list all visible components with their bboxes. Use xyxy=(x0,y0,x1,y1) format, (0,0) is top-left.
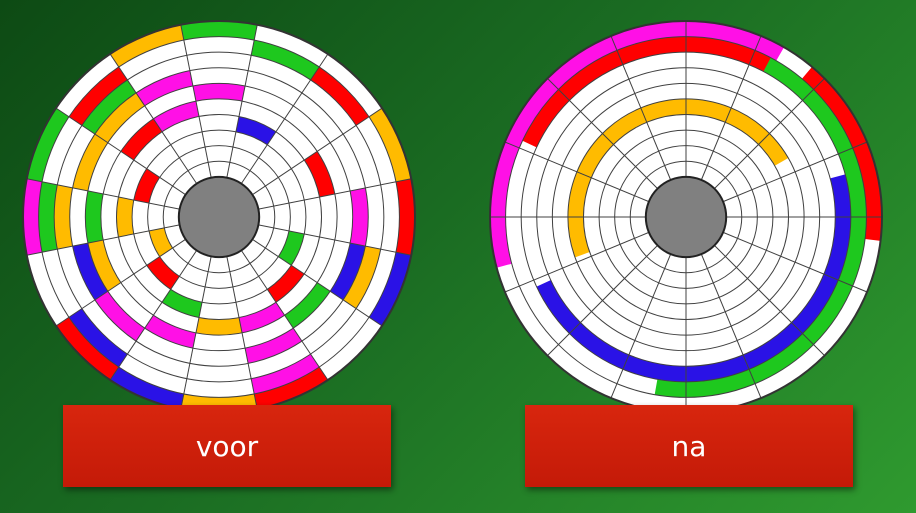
file-segment-green xyxy=(180,21,258,41)
sector-line xyxy=(547,245,658,356)
sector-line xyxy=(252,107,383,196)
sector-line xyxy=(504,231,650,293)
sector-line xyxy=(547,78,658,189)
label-na: na xyxy=(525,405,853,487)
disk-after xyxy=(489,20,883,414)
file-segment-yellow xyxy=(195,317,243,336)
file-segment-magenta xyxy=(144,315,196,349)
label-voor: voor xyxy=(63,405,391,487)
file-segment-red xyxy=(68,66,128,126)
file-segment-yellow xyxy=(72,134,108,191)
track-line xyxy=(147,145,291,289)
file-segment-red xyxy=(133,168,160,204)
file-segment-yellow xyxy=(87,240,121,292)
sector-line xyxy=(109,53,198,184)
track-line xyxy=(69,67,369,367)
spindle xyxy=(177,175,261,259)
file-segment-magenta xyxy=(192,83,246,102)
track-line xyxy=(84,82,354,352)
track-line xyxy=(100,98,338,336)
file-segment-red xyxy=(146,256,180,290)
sector-line xyxy=(240,250,329,381)
file-segment-green xyxy=(26,108,69,182)
sector-line xyxy=(714,245,825,356)
file-segment-red xyxy=(304,151,335,198)
sector-line xyxy=(700,253,762,399)
sector-line xyxy=(226,24,258,178)
file-segment-magenta xyxy=(153,101,200,132)
file-segment-magenta xyxy=(94,291,145,342)
sector-line xyxy=(240,53,329,184)
file-segment-blue xyxy=(369,252,412,326)
sector-line xyxy=(700,35,762,181)
sector-line xyxy=(258,178,412,210)
file-segment-red xyxy=(254,367,328,410)
file-segment-magenta xyxy=(350,187,369,247)
file-arc-magenta xyxy=(490,21,784,268)
track-line xyxy=(131,129,307,305)
sector-line xyxy=(610,253,672,399)
file-segment-green xyxy=(162,289,203,318)
sector-line xyxy=(714,78,825,189)
track-line xyxy=(53,51,385,383)
label-na-text: na xyxy=(671,429,707,463)
sector-line xyxy=(226,256,258,410)
sector-line xyxy=(26,178,180,210)
file-segment-red xyxy=(267,265,305,303)
file-segment-red xyxy=(56,317,119,380)
sector-line xyxy=(258,224,412,256)
file-segment-blue xyxy=(330,243,366,300)
track-line xyxy=(115,113,323,321)
file-segment-blue xyxy=(110,367,184,410)
file-segment-green xyxy=(81,79,137,135)
sector-line xyxy=(26,224,180,256)
sector-line xyxy=(180,256,212,410)
track-grid xyxy=(490,21,882,413)
sector-line xyxy=(180,24,212,178)
file-segment-yellow xyxy=(110,24,184,67)
file-segment-magenta xyxy=(136,70,193,106)
file-segment-red xyxy=(395,178,415,256)
file-segment-yellow xyxy=(94,92,145,143)
file-segment-red xyxy=(120,118,163,161)
track-grid xyxy=(26,24,412,410)
sector-line xyxy=(109,250,198,381)
track-line xyxy=(162,160,276,274)
file-segment-green xyxy=(278,230,305,266)
file-segment-yellow xyxy=(149,227,173,257)
sector-line xyxy=(252,238,383,327)
disk-before xyxy=(22,20,416,414)
file-segment-green xyxy=(85,190,104,244)
track-line xyxy=(38,36,400,398)
file-segment-magenta xyxy=(251,354,320,394)
sector-line xyxy=(504,141,650,203)
label-voor-text: voor xyxy=(195,429,259,463)
file-segment-magenta xyxy=(238,302,285,333)
sector-line xyxy=(722,141,868,203)
spindle xyxy=(644,175,728,259)
sector-line xyxy=(55,107,186,196)
file-segment-yellow xyxy=(343,246,381,309)
file-segment-blue xyxy=(72,243,108,300)
sector-line xyxy=(55,238,186,327)
sector-line xyxy=(610,35,672,181)
file-segment-green xyxy=(284,282,331,329)
file-arc-red xyxy=(801,66,882,241)
file-segment-red xyxy=(310,66,370,126)
file-segment-yellow xyxy=(116,197,134,237)
file-segment-blue xyxy=(68,308,128,368)
file-segment-magenta xyxy=(22,178,43,256)
file-segment-green xyxy=(38,181,58,253)
file-segment-yellow xyxy=(54,184,73,250)
file-segment-yellow xyxy=(369,108,412,182)
sector-line xyxy=(722,231,868,293)
file-segment-magenta xyxy=(245,328,302,364)
file-segment-green xyxy=(251,40,320,80)
file-segment-blue xyxy=(235,116,276,145)
